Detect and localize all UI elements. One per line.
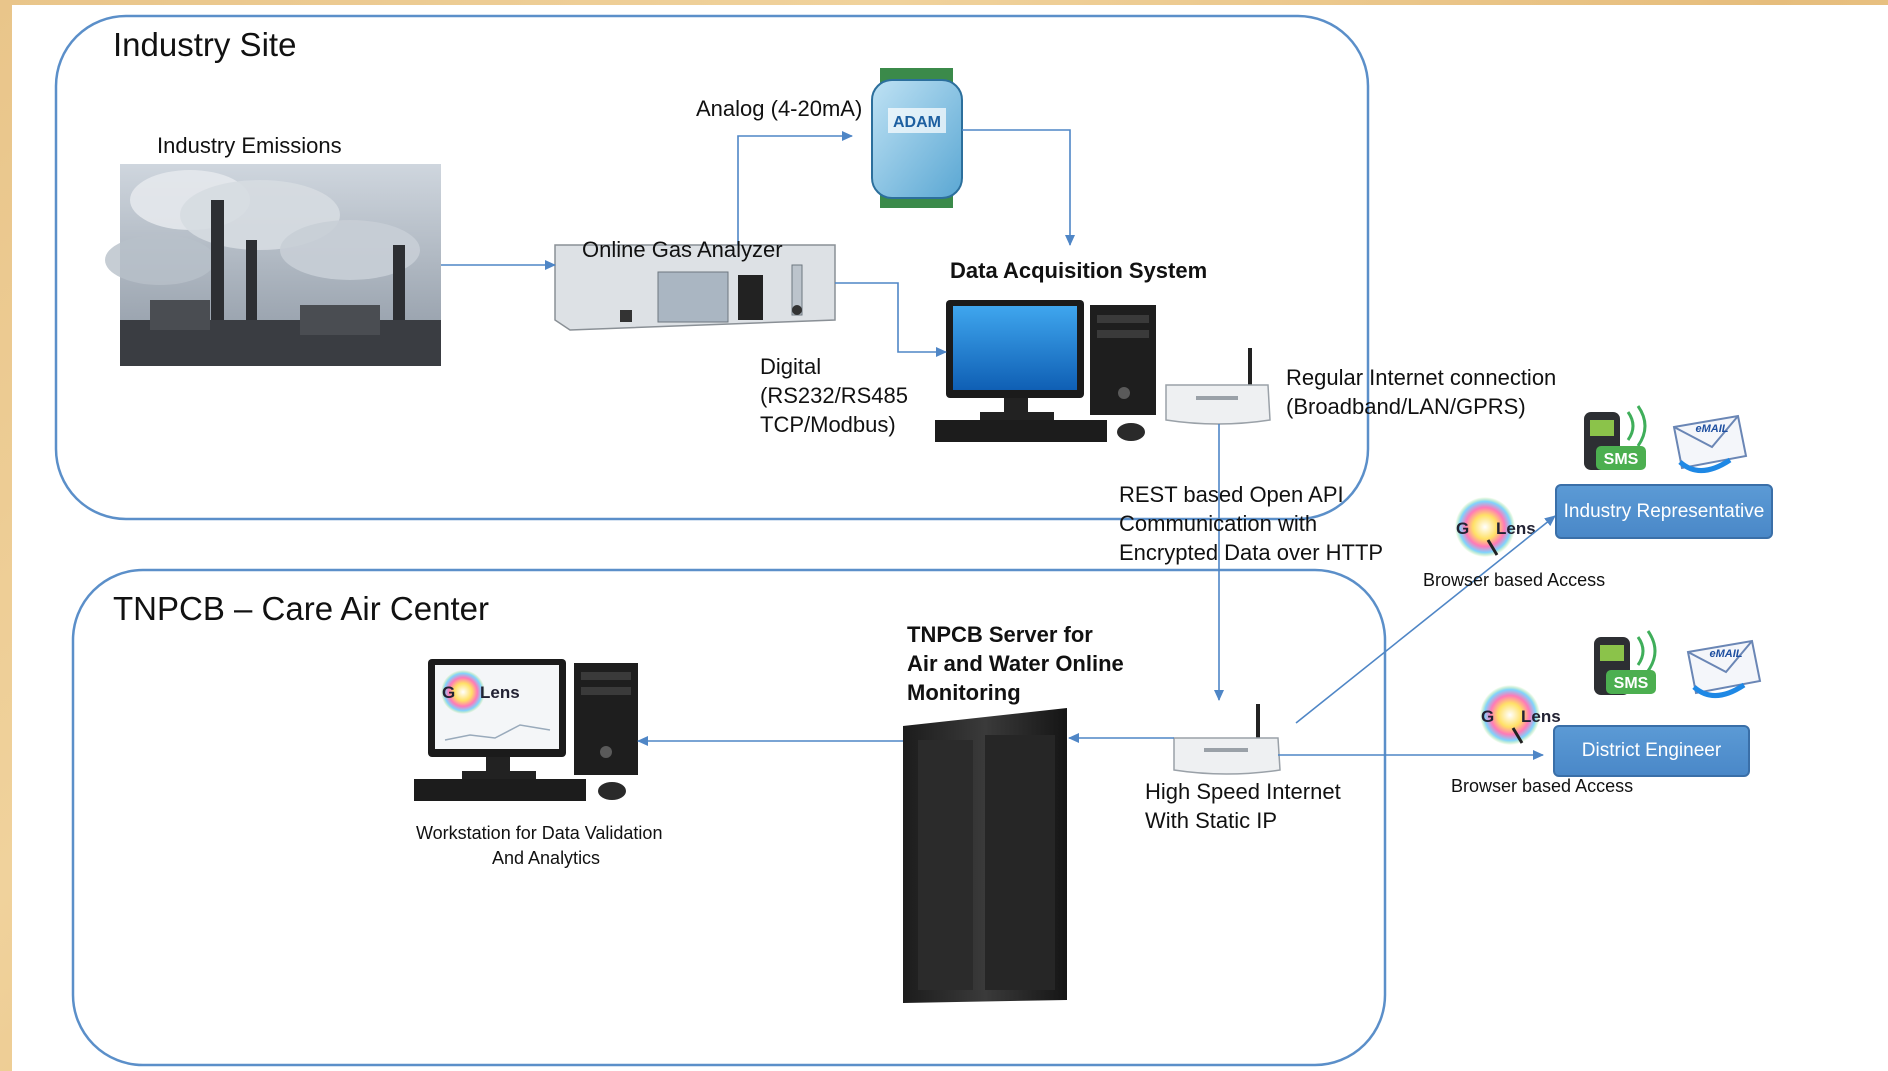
industry-emissions-photo bbox=[105, 164, 441, 366]
rest-api-line-3: Encrypted Data over HTTP bbox=[1119, 540, 1384, 565]
digital-line-2: (RS232/RS485 bbox=[760, 383, 908, 408]
glens-top-g: G bbox=[1456, 519, 1469, 538]
workstation-glens-lens: Lens bbox=[480, 683, 520, 702]
glens-logo-top: G Lens bbox=[1455, 497, 1536, 557]
sms-icon: SMS bbox=[1584, 405, 1647, 470]
regular-internet-line-2: (Broadband/LAN/GPRS) bbox=[1286, 394, 1526, 419]
tnpcb-server-line-2: Air and Water Online bbox=[907, 651, 1124, 676]
data-acquisition-system-label: Data Acquisition System bbox=[950, 258, 1208, 283]
analog-label: Analog (4-20mA) bbox=[696, 96, 863, 121]
email-icon: eMAIL bbox=[1672, 414, 1748, 473]
email-text-2: eMAIL bbox=[1710, 648, 1743, 660]
tnpcb-server-line-3: Monitoring bbox=[907, 680, 1021, 705]
digital-line-3: TCP/Modbus) bbox=[760, 412, 896, 437]
server-rack bbox=[903, 708, 1067, 1003]
glens-bottom-lens: Lens bbox=[1521, 707, 1561, 726]
regular-internet-line-1: Regular Internet connection bbox=[1286, 365, 1557, 390]
workstation-computer: G Lens bbox=[414, 659, 638, 801]
industry-site-region bbox=[54, 14, 1370, 521]
online-gas-analyzer-label: Online Gas Analyzer bbox=[582, 237, 783, 262]
analyzer-digital-to-das-arrow bbox=[835, 282, 947, 357]
sms-icon-2: SMS bbox=[1594, 630, 1657, 695]
workstation-glens-g: G bbox=[442, 683, 455, 702]
care-center-router bbox=[1173, 704, 1281, 775]
workstation-line-2: And Analytics bbox=[492, 848, 601, 868]
browser-access-label-2: Browser based Access bbox=[1451, 776, 1634, 796]
care-air-center-title: TNPCB – Care Air Center bbox=[113, 590, 489, 627]
das-computer bbox=[935, 300, 1156, 442]
adam-module: ADAM bbox=[871, 68, 963, 208]
sms-text: SMS bbox=[1604, 451, 1639, 468]
workstation-line-1: Workstation for Data Validation bbox=[416, 823, 663, 843]
rest-api-line-2: Communication with bbox=[1119, 511, 1318, 536]
browser-access-label-1: Browser based Access bbox=[1423, 570, 1606, 590]
glens-top-lens: Lens bbox=[1496, 519, 1536, 538]
high-speed-internet-line-2: With Static IP bbox=[1145, 808, 1278, 833]
glens-logo-bottom: G Lens bbox=[1480, 685, 1561, 745]
rest-api-line-1: REST based Open API bbox=[1119, 482, 1344, 507]
gas-analyzer-device bbox=[554, 244, 836, 331]
router-to-industry-rep-arrow bbox=[1295, 515, 1556, 724]
tnpcb-server-line-1: TNPCB Server for bbox=[907, 622, 1093, 647]
district-engineer-box: District Engineer bbox=[1553, 725, 1750, 777]
analyzer-to-adam-arrow bbox=[737, 131, 853, 245]
adam-to-das-arrow bbox=[962, 129, 1075, 246]
adam-label: ADAM bbox=[893, 114, 941, 131]
email-text: eMAIL bbox=[1696, 423, 1729, 435]
industry-router bbox=[1165, 348, 1271, 425]
digital-line-1: Digital bbox=[760, 354, 822, 379]
industry-emissions-label: Industry Emissions bbox=[157, 133, 342, 158]
care-air-center-region bbox=[71, 568, 1387, 1067]
email-icon-2: eMAIL bbox=[1686, 639, 1762, 698]
connectors bbox=[441, 129, 1556, 760]
glens-bottom-g: G bbox=[1481, 707, 1494, 726]
industry-representative-box: Industry Representative bbox=[1555, 484, 1773, 539]
industry-site-title: Industry Site bbox=[113, 26, 297, 63]
high-speed-internet-line-1: High Speed Internet bbox=[1145, 779, 1341, 804]
sms-text-2: SMS bbox=[1614, 675, 1649, 692]
